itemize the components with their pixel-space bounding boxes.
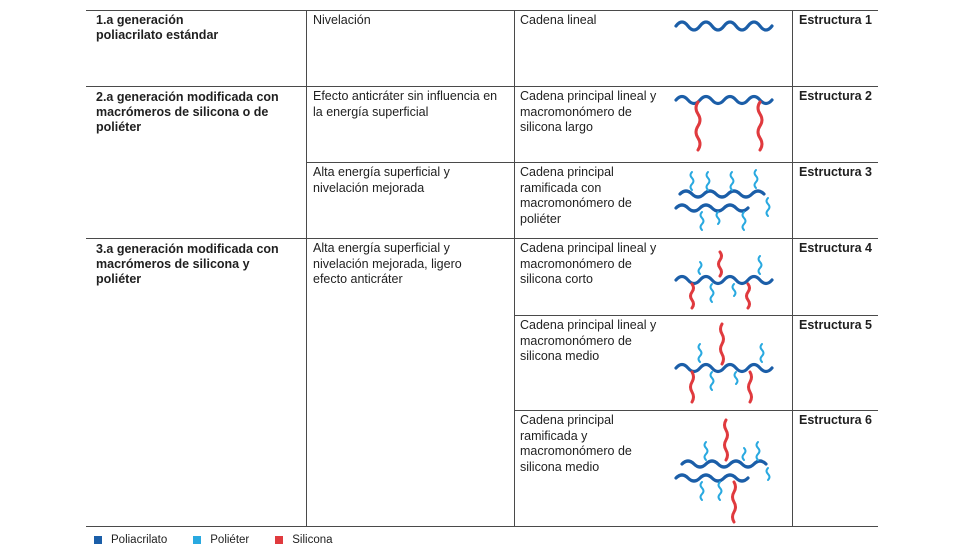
legend-label-silicona: Silicona xyxy=(292,534,333,546)
structure-2-label: Estructura 2 xyxy=(799,89,872,103)
legend: Poliacrilato Poliéter Silicona xyxy=(94,534,359,546)
rule-row-5 xyxy=(514,410,878,411)
legend-label-poliacrilato: Poliacrilato xyxy=(111,534,168,546)
branched-chain-medium-silicone-polyether-icon xyxy=(674,418,771,524)
polieter-swatch xyxy=(193,536,202,544)
chain-4: Cadena principal lineal y macromonómero … xyxy=(520,241,657,286)
rule-bottom xyxy=(86,526,878,527)
effect-1: Nivelación xyxy=(313,13,371,27)
legend-item-silicona: Silicona xyxy=(275,534,333,546)
linear-chain-short-silicone-polyether-icon xyxy=(674,250,774,310)
rule-top xyxy=(86,10,878,11)
linear-chain-icon xyxy=(674,20,774,32)
col-divider-2 xyxy=(514,10,515,527)
poliacrilato-swatch xyxy=(94,536,102,544)
rule-row-4 xyxy=(514,315,878,316)
rule-row-2 xyxy=(306,162,878,163)
linear-chain-long-silicone-icon xyxy=(674,94,774,152)
silicona-swatch xyxy=(275,536,284,544)
structure-5-label: Estructura 5 xyxy=(799,318,872,332)
generation-3-label: 3.a generación modificada con macrómeros… xyxy=(96,242,279,286)
chain-3: Cadena principal ramificada con macromon… xyxy=(520,165,632,226)
linear-chain-medium-silicone-polyether-icon xyxy=(674,322,774,404)
structure-1-label: Estructura 1 xyxy=(799,13,872,27)
legend-label-polieter: Poliéter xyxy=(210,534,250,546)
chain-5: Cadena principal lineal y macromonómero … xyxy=(520,318,657,363)
legend-item-polieter: Poliéter xyxy=(193,534,249,546)
chain-6: Cadena principal ramificada y macromonóm… xyxy=(520,413,632,474)
col-divider-3 xyxy=(792,10,793,527)
chain-1: Cadena lineal xyxy=(520,13,597,27)
generation-2-label: 2.a generación modificada con macrómeros… xyxy=(96,90,279,134)
col-divider-1 xyxy=(306,10,307,527)
effect-4: Alta energía superficial y nivelación me… xyxy=(313,241,462,286)
rule-row-3 xyxy=(86,238,878,239)
structure-3-label: Estructura 3 xyxy=(799,165,872,179)
chain-2: Cadena principal lineal y macromonómero … xyxy=(520,89,657,134)
effect-2: Efecto anticráter sin influencia en la e… xyxy=(313,89,498,119)
structure-4-label: Estructura 4 xyxy=(799,241,872,255)
structures-table: 1.a generación poliacrilato estándar 2.a… xyxy=(86,10,878,527)
effect-3: Alta energía superficial y nivelación me… xyxy=(313,165,450,195)
legend-item-poliacrilato: Poliacrilato xyxy=(94,534,167,546)
branched-chain-polyether-icon xyxy=(674,169,771,231)
structure-6-label: Estructura 6 xyxy=(799,413,872,427)
generation-1-label: 1.a generación poliacrilato estándar xyxy=(96,13,219,42)
rule-row-1 xyxy=(86,86,878,87)
